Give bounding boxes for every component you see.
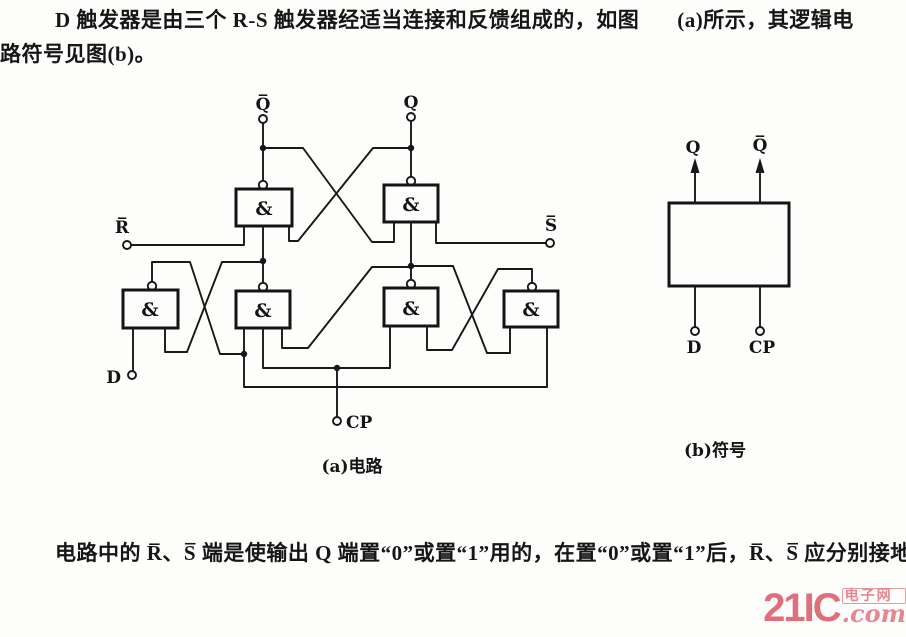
g6-nand-gate bbox=[502, 289, 560, 329]
q-terminal bbox=[406, 112, 416, 122]
symbol-d-terminal bbox=[690, 326, 700, 336]
symbol-caption: (b)符号 bbox=[684, 440, 746, 461]
q-terminal-label: Q bbox=[404, 93, 419, 113]
cross-wire-qbar-to-g2 bbox=[262, 147, 395, 243]
cp-terminal-label: CP bbox=[346, 413, 373, 433]
symbol-b: Q Q̅ D CP (b)符号 bbox=[667, 135, 791, 461]
g6-gate-symbol: & bbox=[522, 299, 539, 321]
feedback-bottom-wire bbox=[243, 326, 548, 388]
junction-dot bbox=[259, 257, 267, 265]
g3-input-cross-wire bbox=[164, 261, 264, 353]
g3-gate-symbol: & bbox=[141, 299, 158, 321]
circuit-caption: (a)电路 bbox=[321, 456, 383, 477]
g3-nand-gate bbox=[121, 288, 180, 330]
watermark-site-name: 电子网 bbox=[841, 588, 906, 604]
up-arrow-icon bbox=[690, 158, 700, 173]
rbar-terminal bbox=[122, 240, 132, 250]
g1-nand-gate bbox=[234, 187, 294, 228]
intro-line-2: 路符号见图(b)。 bbox=[0, 42, 157, 66]
sbar-wire bbox=[435, 221, 547, 244]
g3-output-cross-wire bbox=[151, 261, 245, 355]
body-line-1: 电路中的 R̅、S̅ 端是使输出 Q 端置“0”或置“1”用的，在置“0”或置“… bbox=[8, 541, 906, 565]
circuit-a: Q̅ Q & & R̅ S̅ bbox=[106, 93, 560, 477]
symbol-qbar-label: Q̅ bbox=[753, 135, 768, 156]
symbol-d-label: D bbox=[687, 338, 702, 358]
intro-line-1-text: D 触发器是由三个 R-S 触发器经适当连接和反馈组成的，如图 bbox=[55, 8, 640, 32]
intro-line-1-cont: (a)所示，其逻辑电 bbox=[677, 8, 854, 32]
cp-terminal bbox=[332, 416, 342, 426]
junction-dot bbox=[407, 144, 415, 152]
junction-dot bbox=[259, 144, 267, 152]
figure-d-flipflop: Q̅ Q & & R̅ S̅ bbox=[106, 93, 791, 477]
intro-line-1: D 触发器是由三个 R-S 触发器经适当连接和反馈组成的，如图 (a)所示，其逻辑… bbox=[0, 3, 906, 37]
qbar-terminal-label: Q̅ bbox=[256, 94, 271, 115]
watermark-tld: .com bbox=[841, 599, 906, 628]
watermark-column: 电子网 .com bbox=[841, 588, 906, 628]
rbar-terminal-label: R̅ bbox=[115, 217, 130, 238]
body-line-1-text: 电路中的 R̅、S̅ 端是使输出 Q 端置“0”或置“1”用的，在置“0”或置“… bbox=[55, 541, 906, 565]
watermark-brand: 21IC bbox=[763, 586, 841, 630]
body-paragraph: 电路中的 R̅、S̅ 端是使输出 Q 端置“0”或置“1”用的，在置“0”或置“… bbox=[8, 536, 906, 570]
g6-to-g5-wire bbox=[426, 268, 533, 351]
qbar-terminal bbox=[258, 114, 268, 124]
sbar-terminal-label: S̅ bbox=[545, 215, 557, 236]
symbol-cp-label: CP bbox=[749, 338, 776, 358]
g2-nand-gate bbox=[382, 183, 440, 224]
g5-to-g4-wire bbox=[281, 266, 412, 349]
up-arrow-icon bbox=[755, 158, 765, 173]
rbar-wire bbox=[130, 225, 245, 246]
g2-gate-symbol: & bbox=[402, 194, 419, 216]
g5-to-g6-wire bbox=[410, 265, 511, 354]
g1-gate-symbol: & bbox=[255, 198, 272, 220]
cp-distribution-wire bbox=[262, 325, 391, 369]
g4-gate-symbol: & bbox=[254, 300, 271, 322]
d-terminal bbox=[127, 370, 137, 380]
g5-gate-symbol: & bbox=[402, 298, 419, 320]
g5-nand-gate bbox=[382, 286, 440, 328]
symbol-q-label: Q bbox=[686, 138, 701, 158]
sbar-terminal bbox=[545, 238, 555, 248]
symbol-body bbox=[667, 201, 791, 288]
watermark-21ic: 21IC 电子网 .com bbox=[763, 588, 906, 628]
intro-paragraph: D 触发器是由三个 R-S 触发器经适当连接和反馈组成的，如图 (a)所示，其逻辑… bbox=[0, 3, 906, 71]
cross-wire-q-to-g1 bbox=[288, 147, 412, 242]
symbol-cp-terminal bbox=[755, 326, 765, 336]
d-terminal-label: D bbox=[106, 368, 121, 388]
